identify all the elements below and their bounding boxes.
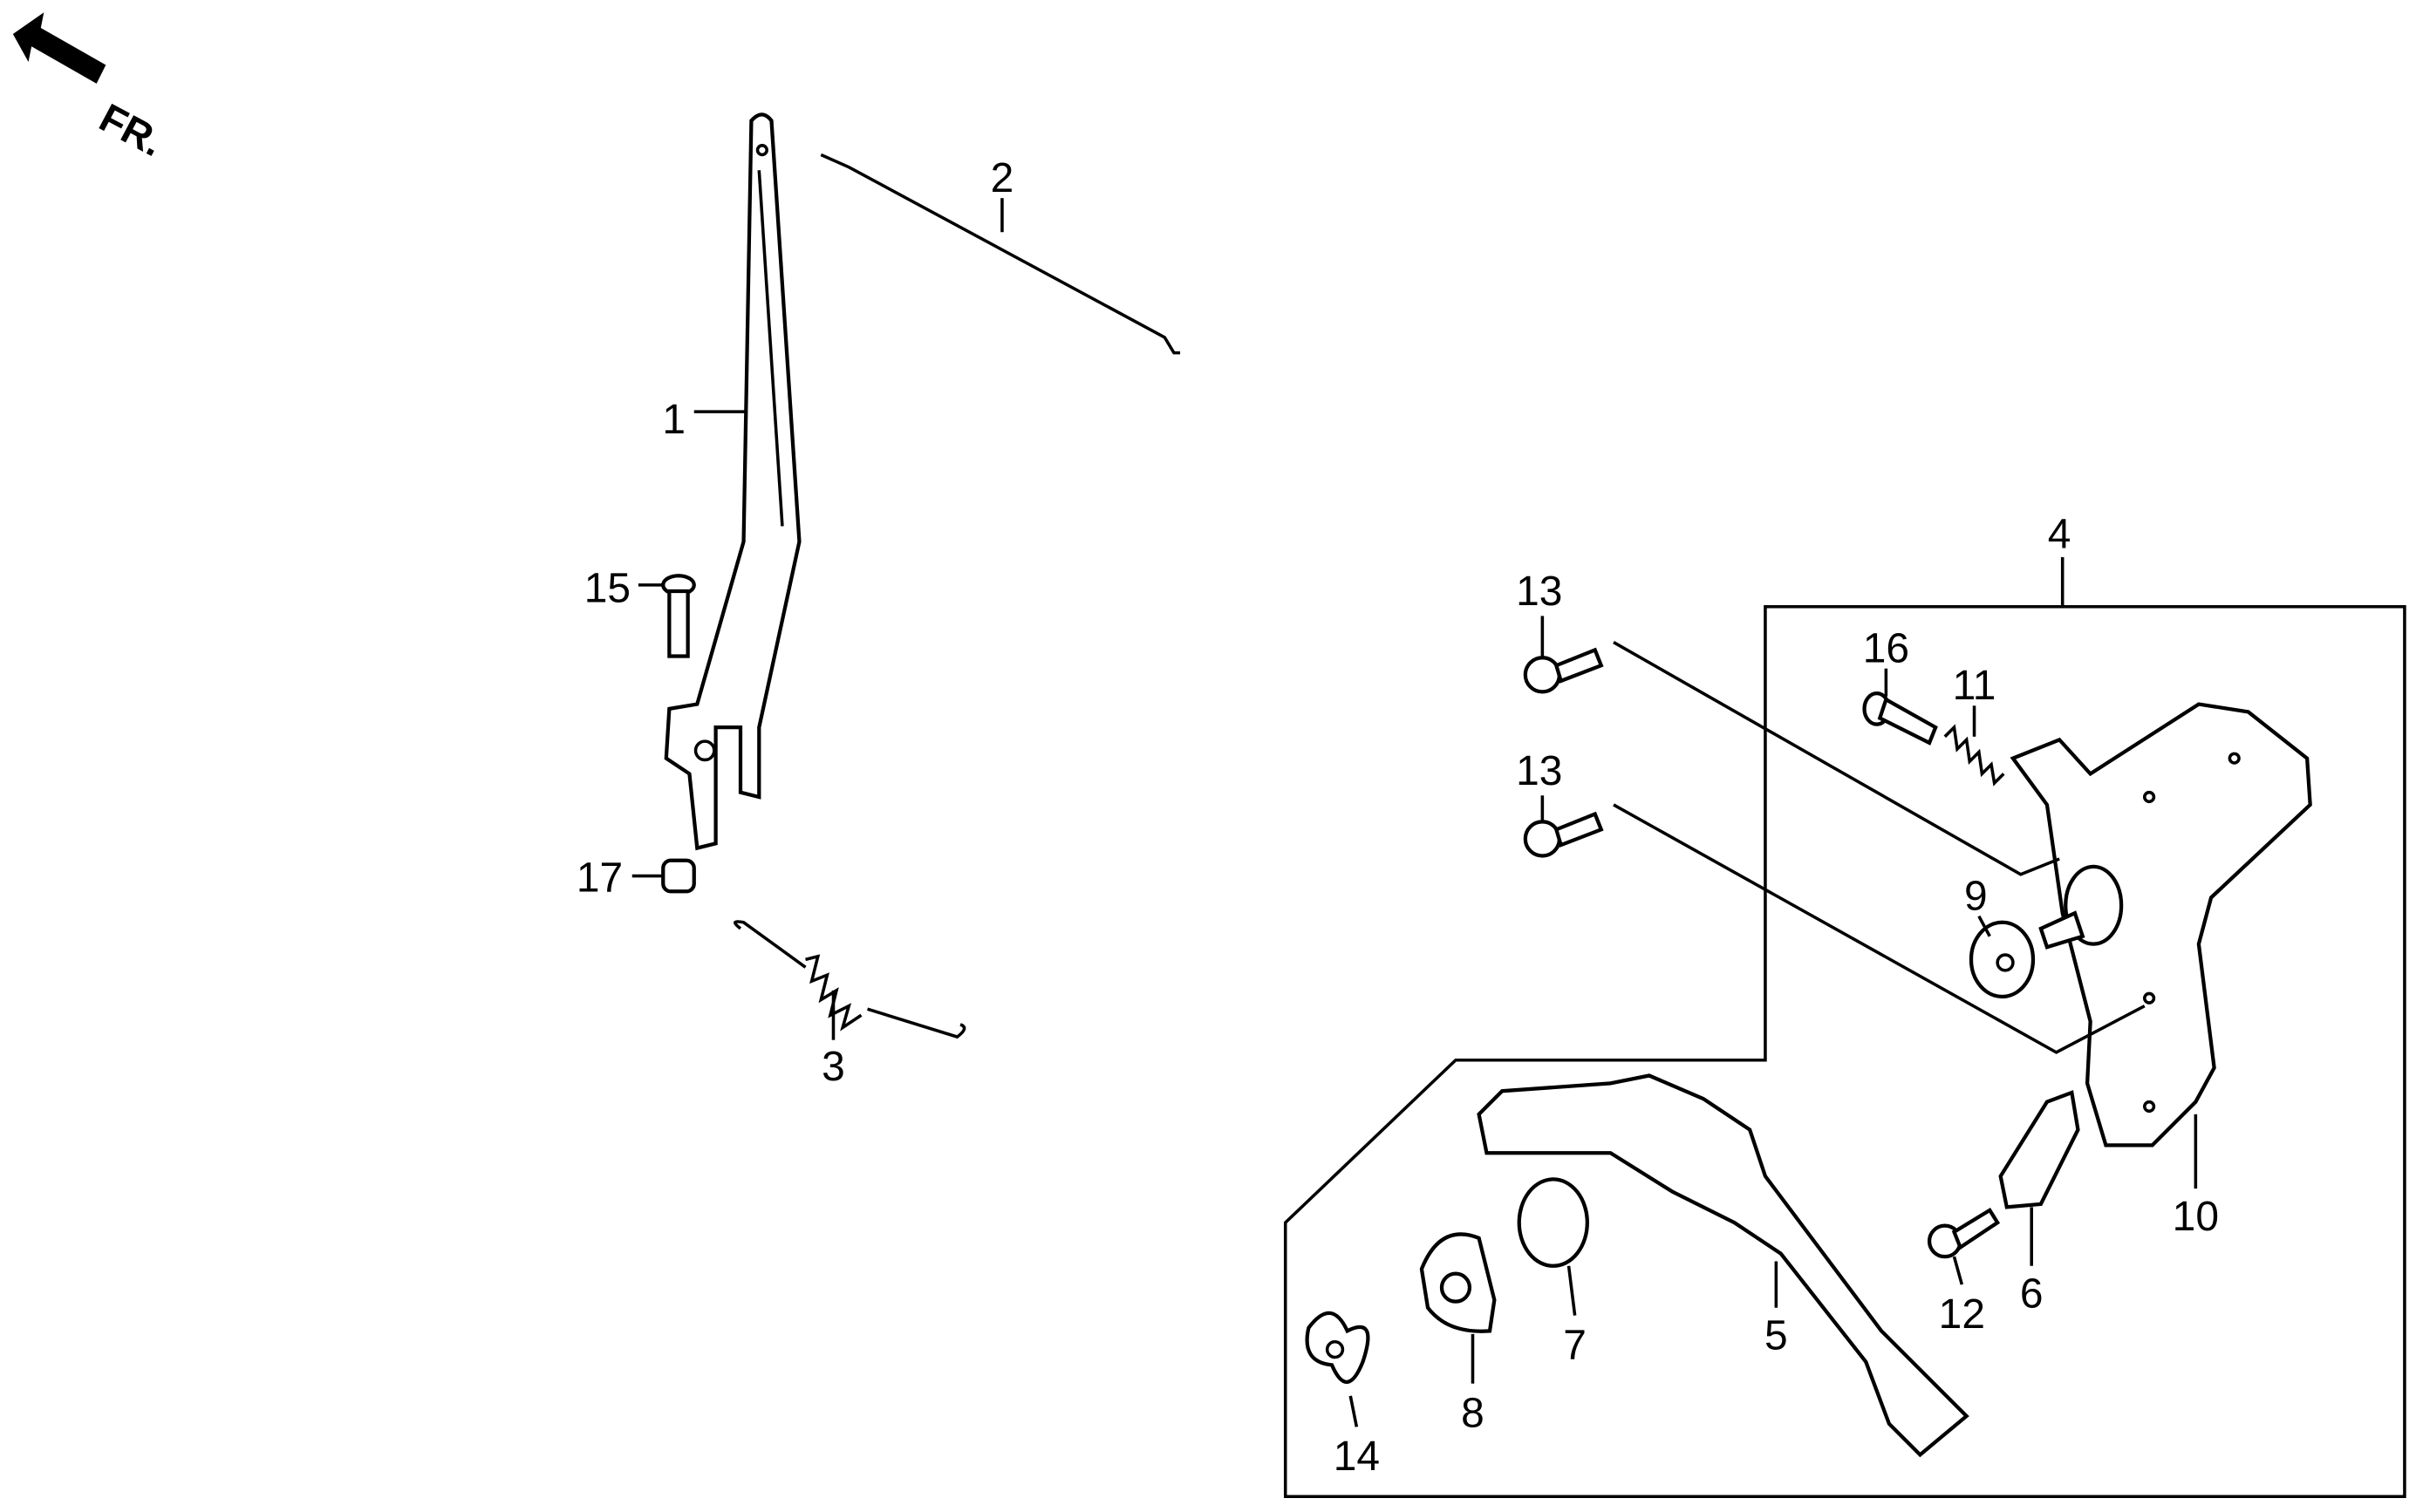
part-1-lever: [664, 112, 802, 851]
callout-4: 4: [2048, 511, 2071, 557]
callout-5: 5: [1764, 1313, 1788, 1359]
part-5-arm: [1477, 1073, 1969, 1458]
arrow-up-left-icon: [12, 12, 106, 84]
callout-13-upper: 13: [1516, 569, 1562, 615]
callout-13-lower: 13: [1516, 748, 1562, 794]
callout-3: 3: [822, 1044, 845, 1090]
part-11-spring: [1943, 724, 2005, 787]
part-3-spring: [734, 920, 966, 1039]
callout-9: 9: [1964, 874, 1988, 920]
front-direction-indicator: FR.: [12, 12, 171, 165]
assembly-4-outline: [1283, 604, 2406, 1499]
front-label: FR.: [92, 94, 171, 165]
part-16-bolt: [1862, 691, 1938, 746]
part-14-wing-nut: [1305, 1311, 1370, 1384]
callout-7: 7: [1563, 1322, 1587, 1368]
callout-2: 2: [991, 155, 1014, 201]
callout-6: 6: [2020, 1271, 2044, 1318]
part-15-bolt: [661, 574, 696, 658]
part-7-washer: [1517, 1177, 1589, 1268]
callout-16: 16: [1863, 626, 1909, 672]
leader-lines: [631, 198, 2198, 1427]
part-13-bolt-upper: [1523, 641, 2060, 876]
part-9-washer: [1969, 864, 2124, 999]
part-8-plate: [1419, 1232, 1497, 1333]
callout-14: 14: [1334, 1434, 1380, 1480]
callout-17: 17: [577, 855, 623, 901]
part-2-rod: [820, 153, 1181, 355]
callout-labels: 1 2 3 4 5 6 7 8 9 10 11 12 13 13 14 15 1…: [577, 155, 2219, 1480]
part-6-clip: [1998, 1090, 2080, 1209]
part-12-bolt: [1927, 1207, 2001, 1259]
callout-11: 11: [1953, 663, 1996, 709]
callout-12: 12: [1939, 1291, 1985, 1338]
callout-8: 8: [1461, 1390, 1484, 1436]
callout-10: 10: [2173, 1194, 2219, 1240]
part-17-nut: [661, 858, 696, 894]
callout-1: 1: [662, 397, 686, 443]
part-10-plate: [2010, 702, 2312, 1148]
part-13-bolt-lower: [1523, 803, 2146, 1054]
callout-15: 15: [584, 565, 631, 611]
